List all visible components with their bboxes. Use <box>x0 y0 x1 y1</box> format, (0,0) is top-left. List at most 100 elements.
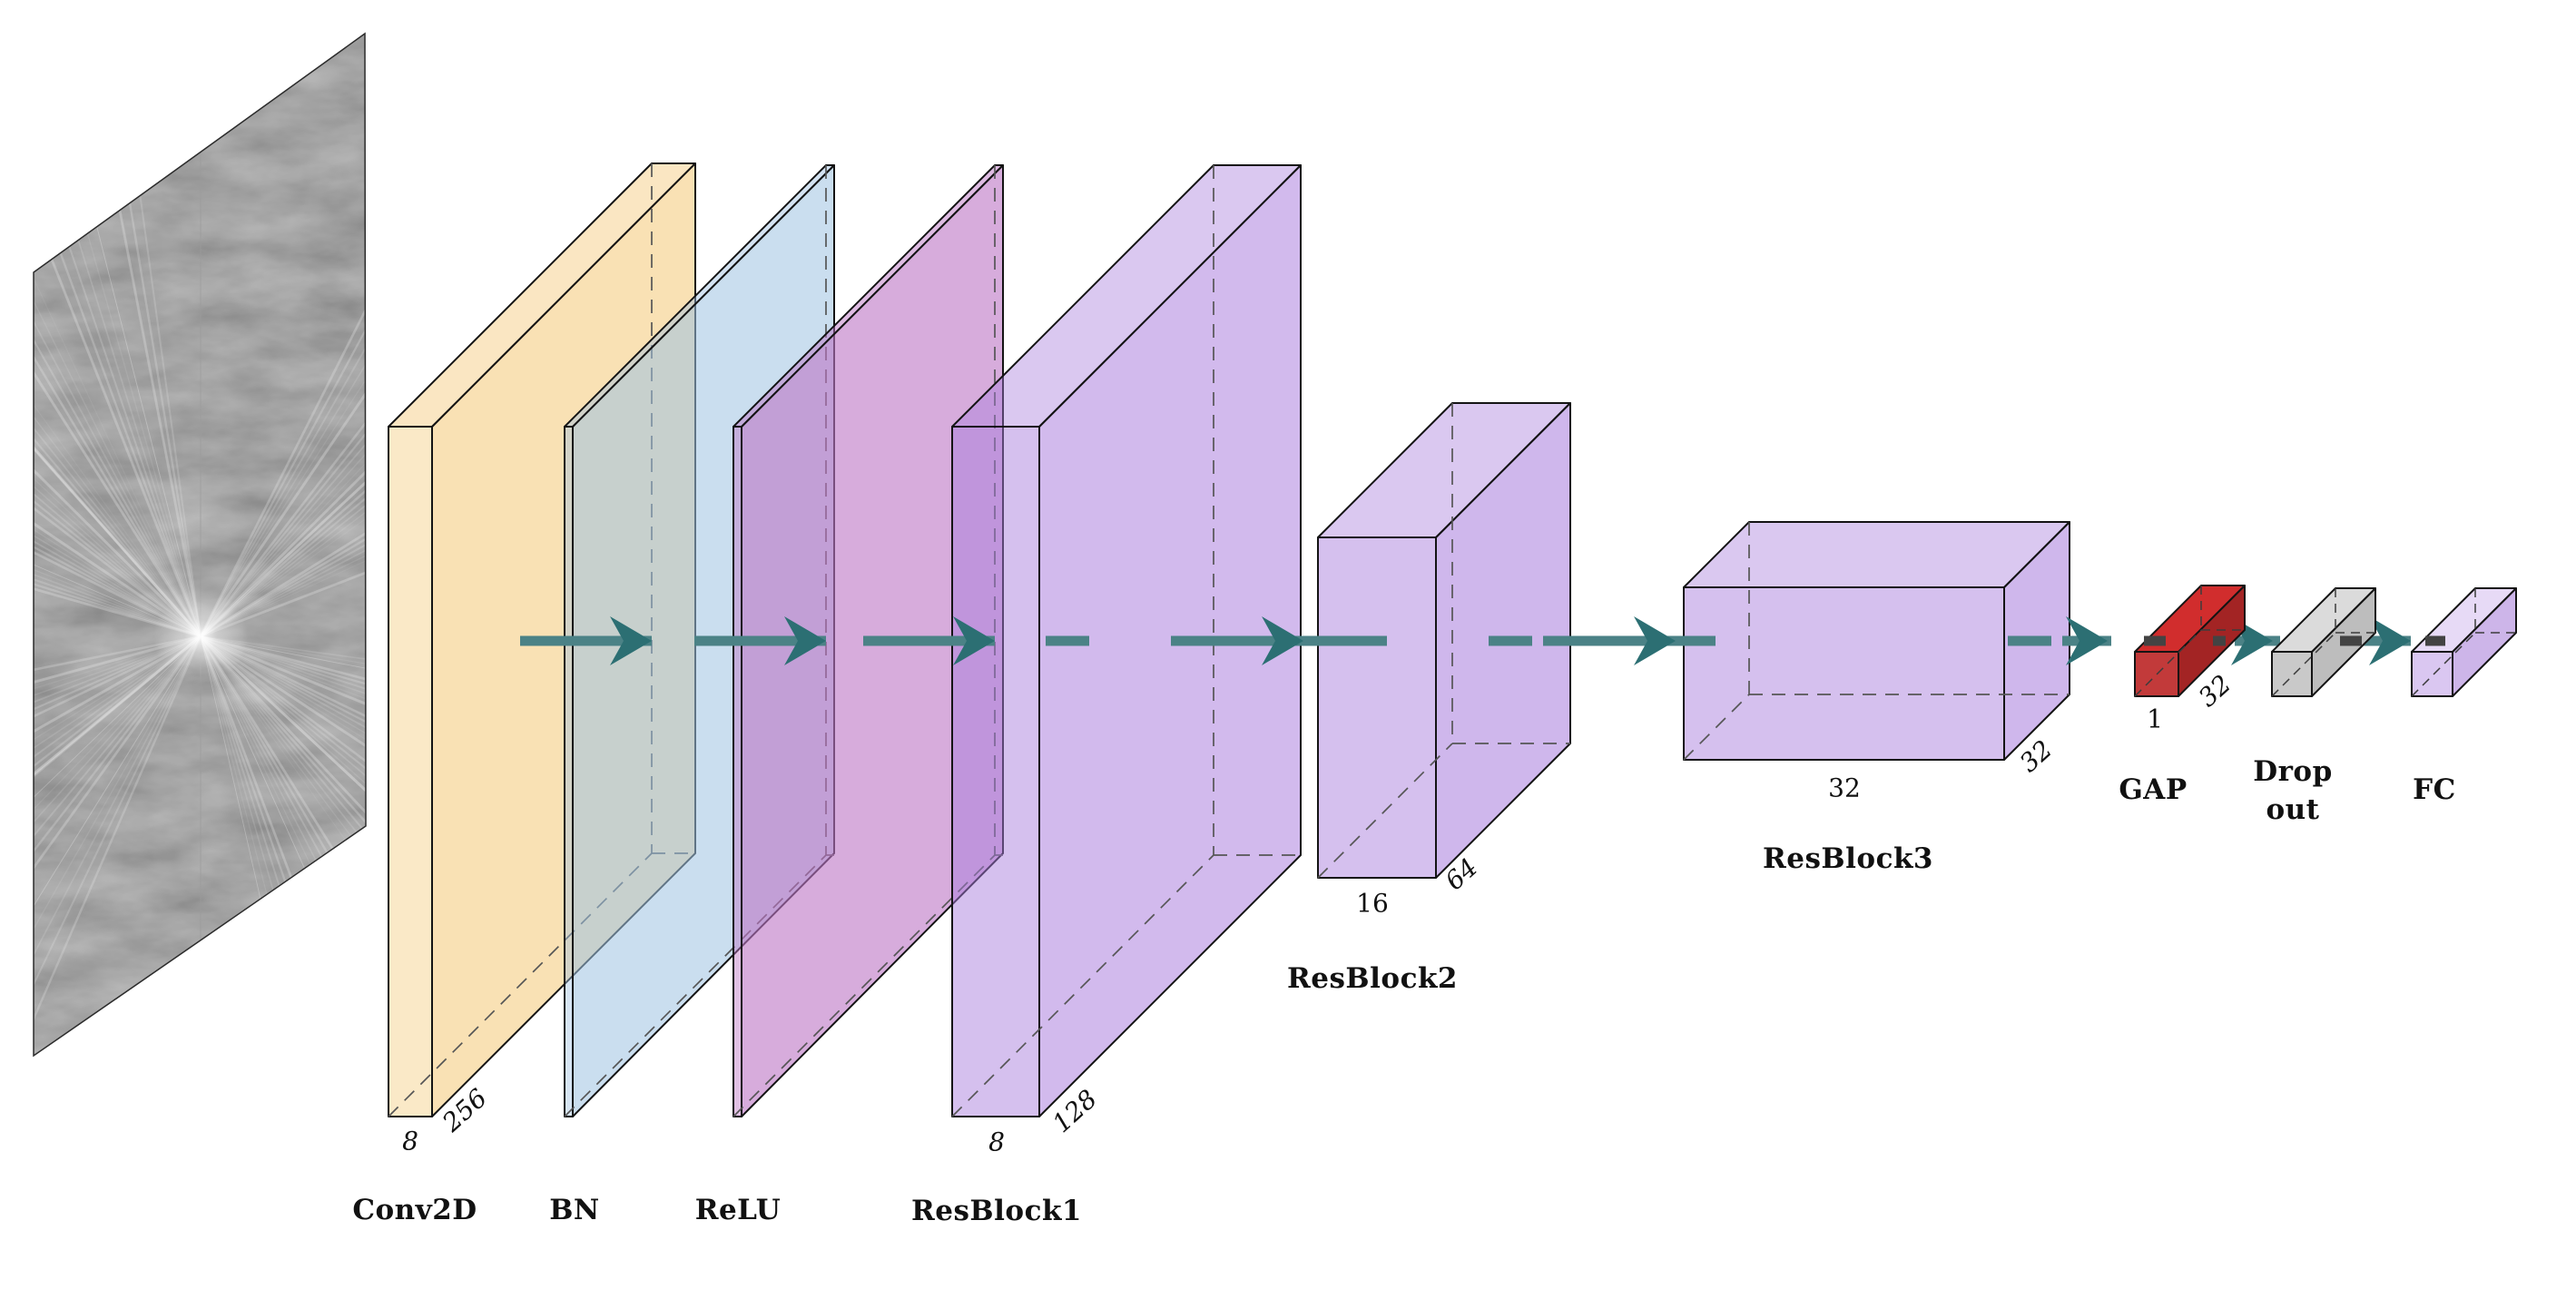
resblock1-hidden-edge <box>951 854 1214 1117</box>
layer-resblock1 <box>951 164 1302 1117</box>
input-image-ray <box>34 98 202 637</box>
input-image-ray <box>200 635 366 1056</box>
input-image-ray <box>200 635 366 846</box>
input-image-ray <box>34 349 202 638</box>
input-image-ray <box>34 223 202 637</box>
input-image-ray <box>200 153 366 637</box>
input-image-ray <box>200 406 366 638</box>
gap-hidden-edge <box>2134 629 2202 697</box>
input-image-ray <box>200 357 366 637</box>
input-image-ray <box>200 635 366 974</box>
input-image-ray <box>199 202 366 638</box>
input-image-ray <box>34 635 202 827</box>
input-image-ray <box>34 635 202 952</box>
input-image-ray <box>199 76 366 637</box>
input-image-ray <box>34 199 202 637</box>
input-image-ray <box>200 635 366 1056</box>
resblock3-front-face <box>1683 586 2005 761</box>
conv2d-front-face <box>388 426 433 1117</box>
relu-front-face <box>732 426 742 1117</box>
input-image-ray <box>34 150 202 637</box>
input-image-ray <box>200 635 366 830</box>
input-image-ray <box>200 635 366 758</box>
input-image-ray <box>34 635 202 1009</box>
input-image-ray <box>34 161 202 637</box>
input-image-ray <box>34 44 202 637</box>
input-image-ray <box>34 635 202 1056</box>
input-image-ray <box>199 635 366 1056</box>
input-image-ray <box>200 635 366 930</box>
input-image-ray <box>200 176 366 637</box>
input-image-ray <box>200 84 366 637</box>
input-image-ray <box>199 187 366 638</box>
layer-resblock3 <box>1683 521 2070 761</box>
input-image-ray <box>34 635 202 1056</box>
resblock2-hidden-edge <box>1317 743 1453 879</box>
input-image-ray <box>200 635 366 813</box>
input-image-ray <box>200 143 366 637</box>
input-image-ray <box>200 635 366 1034</box>
input-image-ray <box>200 635 366 1056</box>
input-image-ray <box>200 635 366 1056</box>
input-image-ray <box>34 34 202 637</box>
input-image-ray <box>200 635 366 1021</box>
input-image-ray <box>34 635 202 1056</box>
arrowhead <box>2369 616 2411 665</box>
input-image-ray <box>34 635 202 1056</box>
resblock3-hidden-edge <box>1683 694 1750 761</box>
arrowhead <box>1634 616 1676 665</box>
input-image-ray <box>34 635 202 763</box>
input-image-ray <box>34 307 202 637</box>
input-image-ray <box>34 39 202 637</box>
input-image-ray <box>200 635 366 944</box>
conv2d-hidden-edge <box>388 852 653 1117</box>
input-image-ray <box>34 187 202 638</box>
resblock3-top-face <box>1683 521 2070 588</box>
resblock1-front-face <box>951 426 1040 1117</box>
input-image-ray <box>34 211 202 637</box>
input-image-ray <box>200 253 366 637</box>
input-image-ray <box>34 635 202 891</box>
input-image-ray <box>34 130 202 637</box>
resblock2-front-face <box>1317 536 1437 879</box>
input-image-ray <box>34 321 202 637</box>
input-image-ray <box>200 215 366 637</box>
input-image-ray <box>34 635 202 990</box>
input-image-ray <box>34 121 202 637</box>
input-image-ray <box>200 635 366 1056</box>
input-image-ray <box>34 635 202 1045</box>
input-image-ray <box>200 635 366 960</box>
input-image-ray <box>200 635 366 797</box>
input-image-ray <box>34 635 202 912</box>
input-image-ray <box>34 280 202 638</box>
input-image-ray <box>200 267 366 637</box>
input-image-ray <box>200 341 366 637</box>
input-image-ray <box>200 228 366 637</box>
input-image-ray <box>200 635 366 989</box>
input-image-ray <box>34 635 202 1056</box>
input-image-ray <box>34 635 202 971</box>
input-image-ray <box>200 635 366 741</box>
input-image-ray <box>34 635 202 871</box>
input-image-ray <box>34 635 202 1042</box>
input-image-ray <box>34 385 202 637</box>
input-image-ray <box>34 399 202 637</box>
input-image-ray <box>200 635 366 861</box>
arrowhead <box>953 616 995 665</box>
input-image-ray <box>199 635 366 1056</box>
input-image-ray <box>199 635 366 1056</box>
input-image-ray <box>200 635 366 1056</box>
input-image-ray <box>200 312 366 638</box>
input-image-ray <box>200 635 366 1048</box>
input-image-ray <box>200 299 366 638</box>
input-image-ray <box>200 371 366 637</box>
input-image-ray <box>34 248 202 638</box>
input-image-ray <box>200 635 366 1056</box>
input-image-ray <box>34 140 202 637</box>
input-image-glow <box>153 589 248 684</box>
input-image-ray <box>34 635 202 1056</box>
input-image-ray <box>34 635 202 1056</box>
bn-front-face <box>564 426 574 1117</box>
